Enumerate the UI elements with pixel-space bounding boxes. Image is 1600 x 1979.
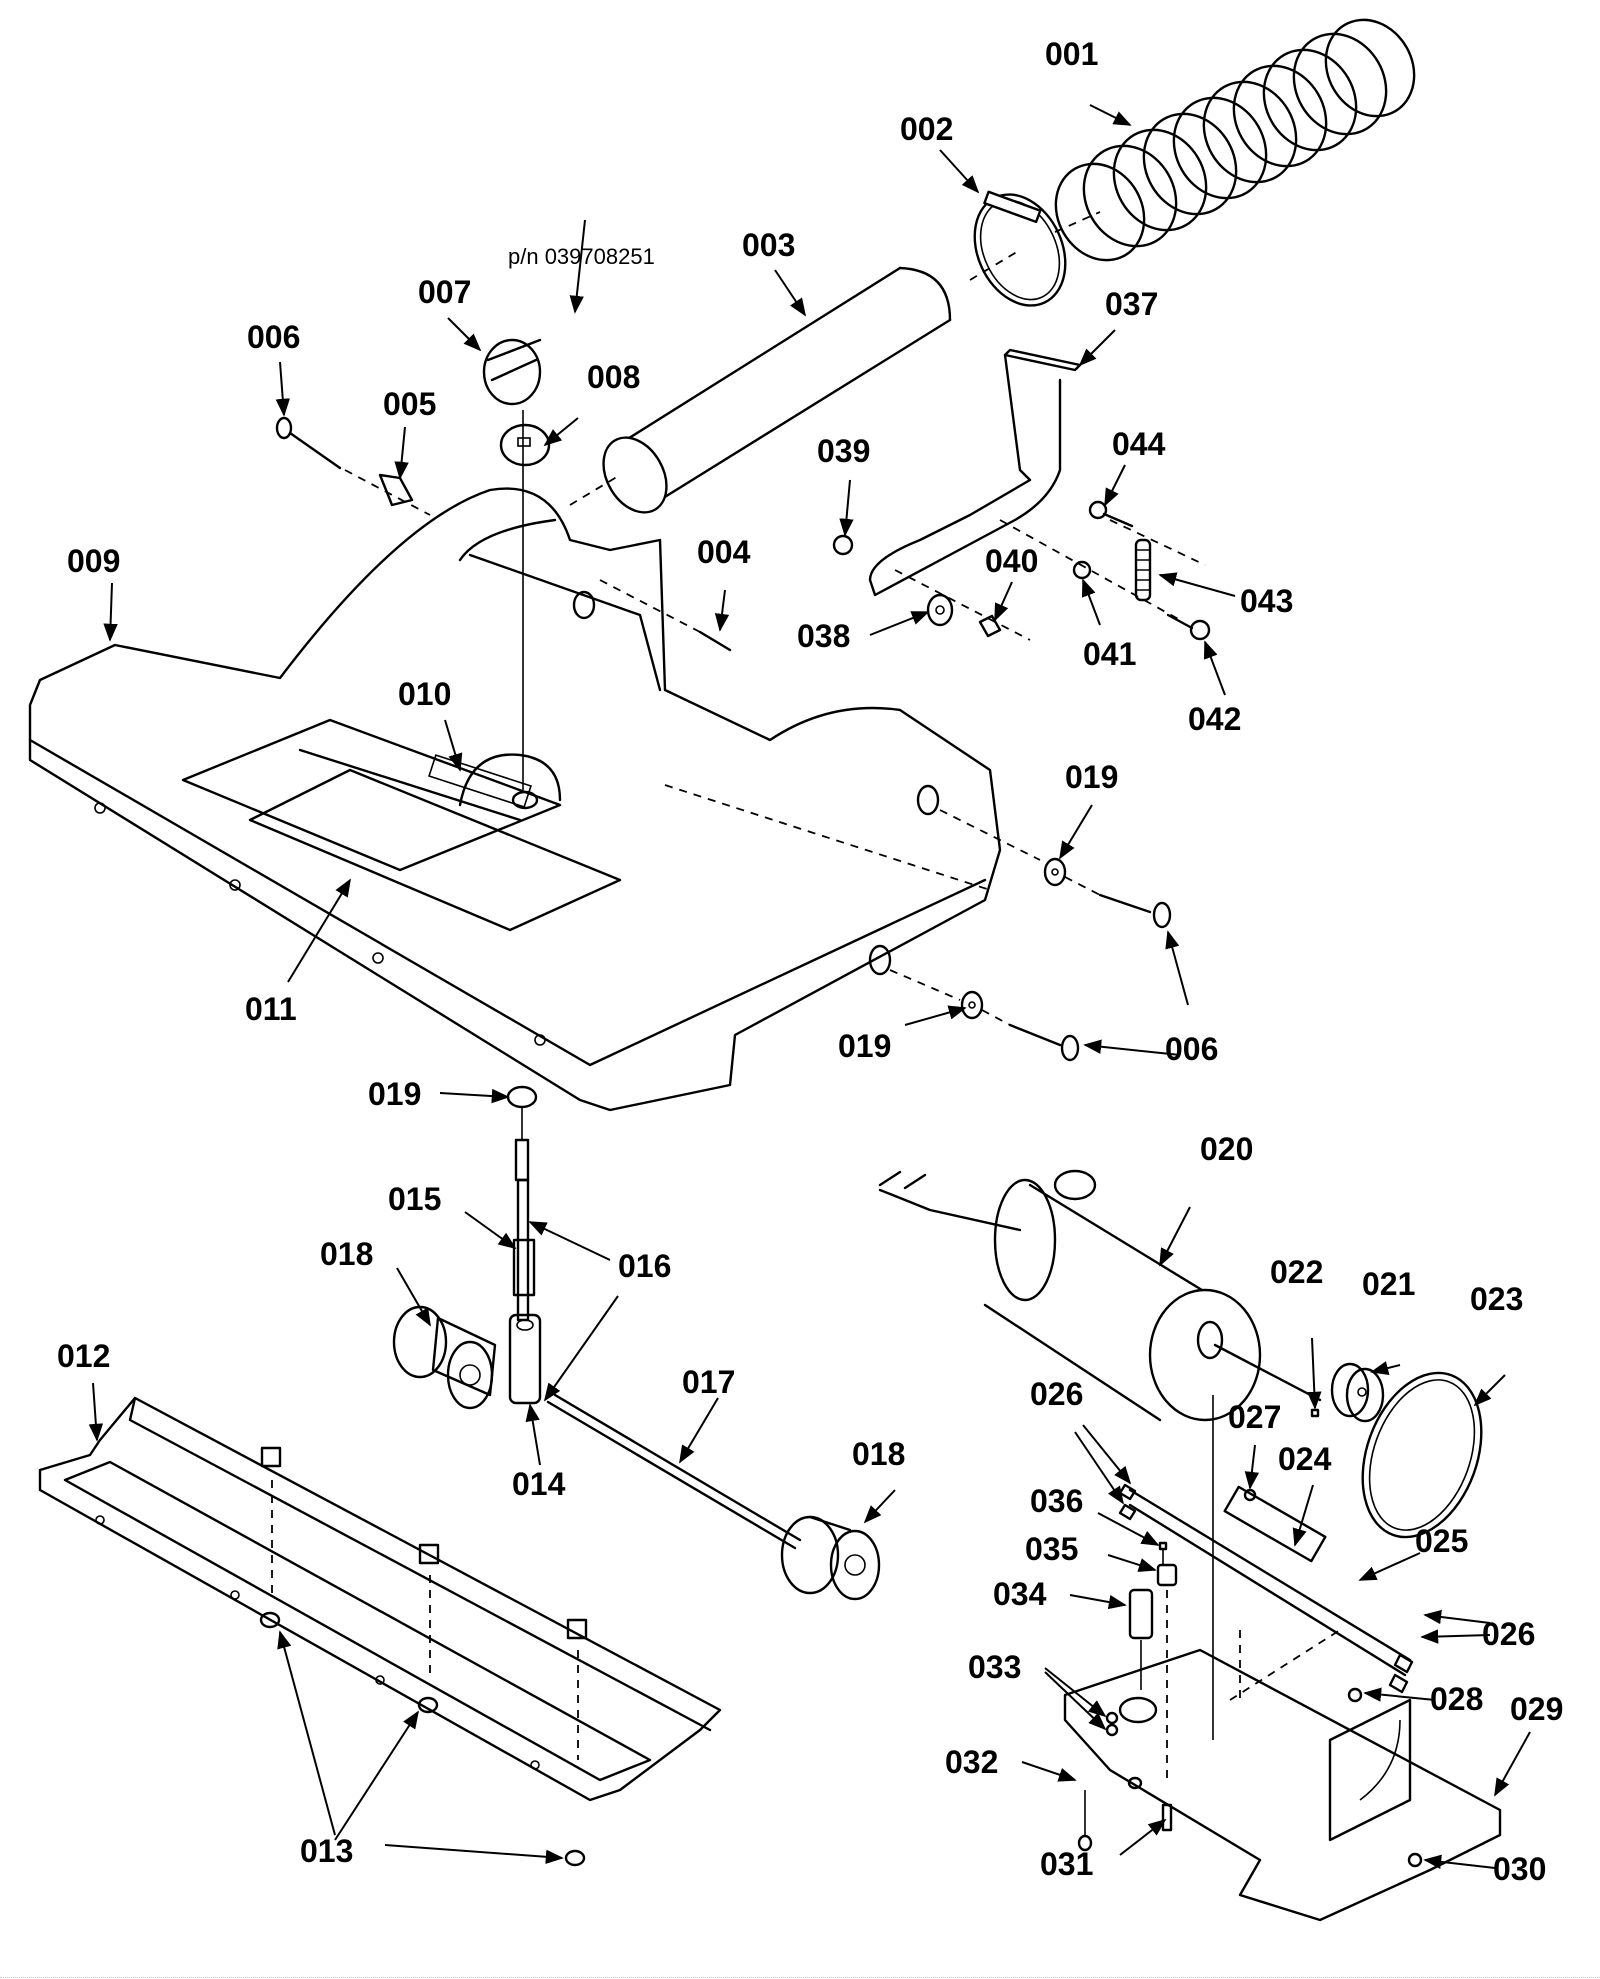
top-screw-drawing [275, 416, 431, 516]
label-036: 036 [1030, 1483, 1083, 1519]
label-031: 031 [1040, 1846, 1093, 1882]
label-030: 030 [1493, 1851, 1546, 1887]
label-005: 005 [383, 386, 436, 422]
label-007: 007 [418, 274, 471, 310]
motor-drawing [878, 1169, 1322, 1740]
clamp-drawing [969, 190, 1067, 307]
label-038: 038 [797, 618, 850, 654]
label-033: 033 [968, 1649, 1021, 1685]
label-019-upper: 019 [1065, 759, 1118, 795]
label-029: 029 [1510, 1691, 1563, 1727]
label-025: 025 [1415, 1523, 1468, 1559]
knob-drawing [482, 338, 551, 790]
label-040: 040 [985, 543, 1038, 579]
label-027: 027 [1228, 1399, 1281, 1435]
height-adjust-drawing [506, 1085, 542, 1405]
wheels-drawing [392, 1305, 881, 1601]
part-labels: p/n 039708251 001 002 003 004 005 006 00… [57, 36, 1563, 1887]
tube-drawing [569, 266, 952, 514]
label-018-right: 018 [852, 1436, 905, 1472]
label-008: 008 [587, 359, 640, 395]
label-044: 044 [1112, 426, 1166, 462]
label-034: 034 [993, 1576, 1047, 1612]
label-019-lower: 019 [838, 1028, 891, 1064]
hose-drawing [1054, 18, 1416, 262]
switch-hardware-drawing [1128, 1541, 1178, 1780]
housing-drawing [28, 487, 1041, 1112]
label-026-right: 026 [1482, 1616, 1535, 1652]
label-041: 041 [1083, 636, 1136, 672]
leader-arrows [88, 104, 1531, 1869]
label-019-center: 019 [368, 1076, 421, 1112]
label-017: 017 [682, 1364, 735, 1400]
label-006-top: 006 [247, 319, 300, 355]
label-043: 043 [1240, 583, 1293, 619]
label-032: 032 [945, 1744, 998, 1780]
label-010: 010 [398, 676, 451, 712]
label-009: 009 [67, 543, 120, 579]
lever-drawing [868, 348, 1181, 641]
label-035: 035 [1025, 1531, 1078, 1567]
label-020: 020 [1200, 1131, 1253, 1167]
pin-drawing [599, 579, 732, 652]
label-014: 014 [512, 1466, 566, 1502]
label-016: 016 [618, 1248, 671, 1284]
motor-bracket-drawing [1063, 1629, 1502, 1922]
label-001: 001 [1045, 36, 1098, 72]
label-018-left: 018 [320, 1236, 373, 1272]
label-013: 013 [300, 1833, 353, 1869]
label-003: 003 [742, 227, 795, 263]
label-015: 015 [388, 1181, 441, 1217]
pulley-belt-drawing [1310, 1362, 1483, 1539]
part-number-annotation: p/n 039708251 [508, 244, 655, 269]
label-028: 028 [1430, 1681, 1483, 1717]
lever-hardware-drawing [832, 534, 1092, 638]
right-screws-drawing [960, 857, 1172, 1062]
label-002: 002 [900, 111, 953, 147]
page-bottom-divider [0, 1977, 1600, 1978]
label-022: 022 [1270, 1254, 1323, 1290]
label-042: 042 [1188, 701, 1241, 737]
label-021: 021 [1362, 1266, 1415, 1302]
label-011: 011 [245, 991, 297, 1027]
cord-drawing [1118, 1483, 1414, 1694]
label-024: 024 [1278, 1441, 1332, 1477]
label-039: 039 [817, 433, 870, 469]
label-023: 023 [1470, 1281, 1523, 1317]
base-plate-drawing [38, 1396, 722, 1867]
spring-hardware-drawing [1088, 500, 1211, 641]
label-006-right: 006 [1165, 1031, 1218, 1067]
label-004: 004 [697, 534, 751, 570]
label-037: 037 [1105, 286, 1158, 322]
label-012: 012 [57, 1338, 110, 1374]
label-026-left: 026 [1030, 1376, 1083, 1412]
